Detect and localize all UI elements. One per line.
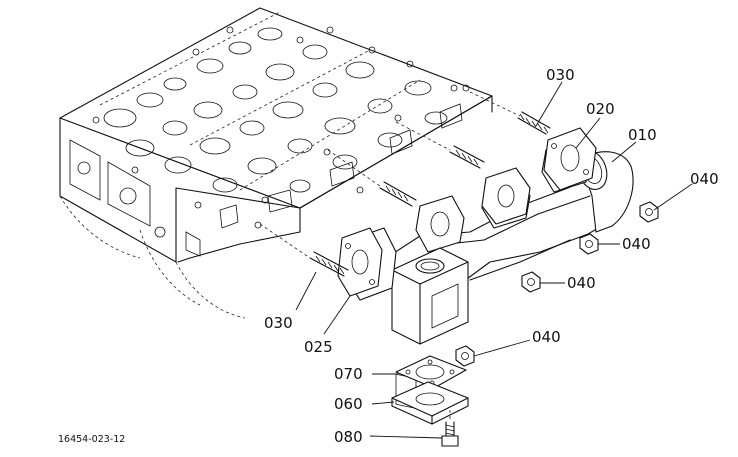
callout-030-top: 030 bbox=[546, 66, 575, 84]
flange-bolt bbox=[441, 410, 459, 447]
manifold-gasket-mid bbox=[481, 167, 531, 225]
manifold-gasket-lower bbox=[337, 227, 383, 297]
nuts bbox=[455, 201, 659, 367]
callout-040-lower: 040 bbox=[532, 328, 561, 346]
callout-040-mid: 040 bbox=[622, 235, 651, 253]
callout-040-center: 040 bbox=[567, 274, 596, 292]
callout-080: 080 bbox=[334, 428, 363, 446]
cylinder-head bbox=[59, 7, 493, 319]
leader-lines bbox=[295, 81, 693, 439]
callout-070: 070 bbox=[334, 365, 363, 383]
stud-bolts bbox=[259, 91, 551, 277]
callout-040-right: 040 bbox=[690, 170, 719, 188]
callout-020: 020 bbox=[586, 100, 615, 118]
figure-number: 16454-023-12 bbox=[58, 434, 125, 445]
callout-010: 010 bbox=[628, 126, 657, 144]
callout-labels: 030 020 010 040 040 040 040 030 025 070 … bbox=[264, 66, 719, 446]
callout-060: 060 bbox=[334, 395, 363, 413]
manifold-gasket-upper bbox=[543, 127, 597, 191]
callout-030-left: 030 bbox=[264, 314, 293, 332]
flange-gasket bbox=[395, 355, 467, 389]
flange-plate bbox=[391, 381, 469, 425]
callout-025: 025 bbox=[304, 338, 333, 356]
